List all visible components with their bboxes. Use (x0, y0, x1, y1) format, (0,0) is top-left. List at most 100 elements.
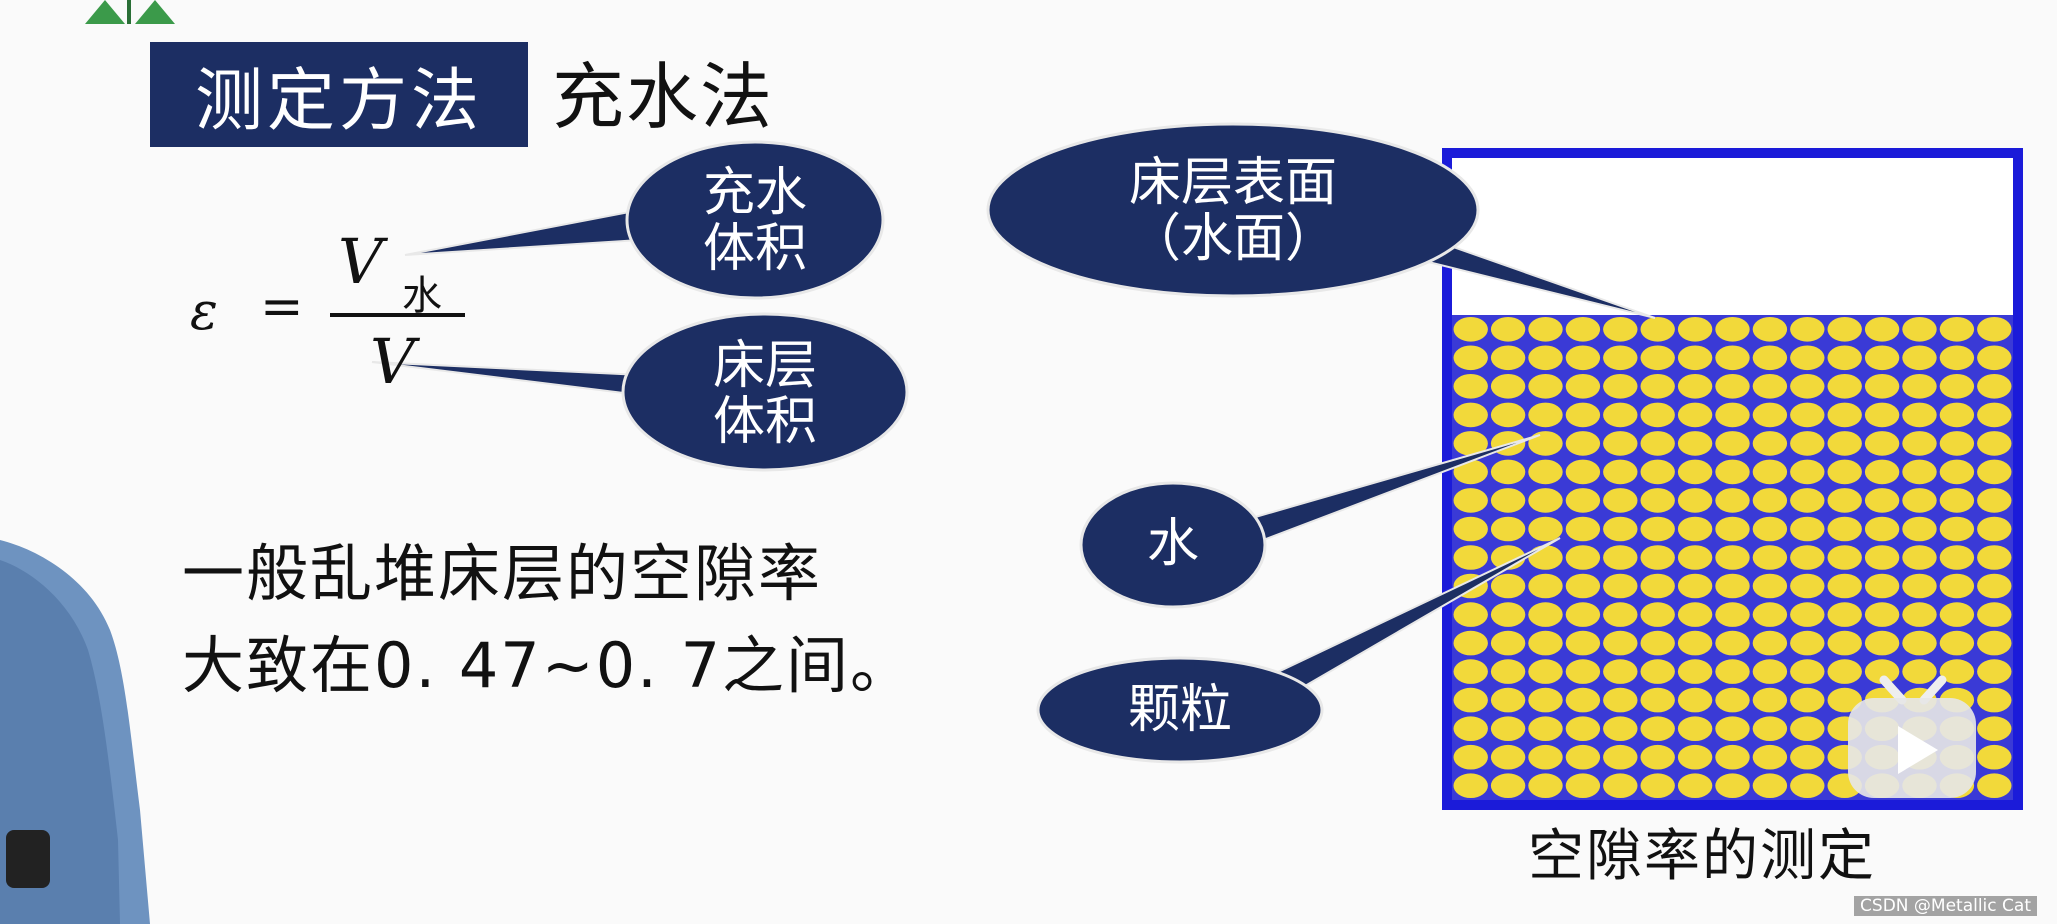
particle (1939, 659, 1975, 684)
particle (1490, 459, 1526, 485)
particle (1677, 374, 1713, 399)
particle (1827, 573, 1862, 599)
particle (1490, 773, 1526, 798)
particle (1902, 374, 1937, 399)
particle (1603, 516, 1638, 542)
particle (1565, 773, 1601, 798)
particle (1864, 402, 1900, 428)
particle (1490, 716, 1526, 741)
callout-bed-surface-text: 床层表面 （水面） (1033, 155, 1433, 267)
particle (1603, 687, 1638, 713)
particle (1528, 773, 1563, 798)
particle (1864, 659, 1900, 684)
particle (1603, 716, 1638, 741)
particle (1715, 773, 1750, 798)
particle (1752, 488, 1788, 513)
particle (1977, 431, 2012, 456)
particle (1453, 317, 1488, 342)
particle (1603, 659, 1638, 684)
particle (1977, 744, 2012, 770)
particle (1490, 516, 1526, 542)
callout-bed-volume-line2: 体积 (712, 392, 817, 452)
particle (1902, 459, 1937, 485)
particle (1902, 516, 1937, 542)
particle (1603, 317, 1638, 342)
particle (1565, 602, 1601, 627)
particle (1715, 459, 1750, 485)
particle (1977, 630, 2012, 656)
particle (1603, 773, 1638, 798)
particle (1790, 374, 1825, 399)
particle (1715, 317, 1750, 342)
particle (1453, 516, 1488, 542)
particle (1902, 659, 1937, 684)
particle (1715, 659, 1750, 684)
particle (1827, 431, 1862, 456)
denominator-v: V (370, 325, 415, 398)
callout-fill-volume (404, 140, 885, 300)
particle (1752, 545, 1788, 570)
particle (1902, 602, 1937, 627)
callout-water-text: 水 (1146, 514, 1199, 574)
particle (1939, 545, 1975, 570)
logo-fragment (85, 0, 175, 24)
particle (1864, 488, 1900, 513)
particle (1790, 431, 1825, 456)
particle (1565, 744, 1601, 770)
particle (1603, 345, 1638, 371)
particle (1790, 716, 1825, 741)
particle (1827, 459, 1862, 485)
particle (1827, 488, 1862, 513)
particle (1752, 516, 1788, 542)
particle (1977, 516, 2012, 542)
particle (1827, 602, 1862, 627)
particle (1677, 716, 1713, 741)
watermark: CSDN @Metallic Cat (1854, 896, 2037, 916)
callout-fill-volume-line1: 充水 (702, 163, 807, 223)
callout-fill-volume-text: 充水 体积 (655, 165, 855, 277)
numerator-subscript: 水 (402, 273, 442, 319)
particle (1677, 744, 1713, 770)
particle (1977, 345, 2012, 371)
particle (1677, 345, 1713, 371)
particle (1490, 630, 1526, 656)
particle (1640, 402, 1675, 428)
particle (1677, 402, 1713, 428)
particle (1939, 317, 1975, 342)
particle (1677, 573, 1713, 599)
particle (1677, 773, 1713, 798)
particle (1752, 431, 1788, 456)
particle (1453, 744, 1488, 770)
numerator-v: V (338, 225, 383, 298)
callout-bed-volume (371, 312, 909, 472)
particle (1939, 630, 1975, 656)
particle (1864, 345, 1900, 371)
particle (1603, 602, 1638, 627)
particle (1715, 345, 1750, 371)
callout-particle (1036, 537, 1561, 764)
particle (1939, 602, 1975, 627)
callout-bed-surface (986, 122, 1656, 319)
particle (1528, 573, 1563, 599)
particle (1939, 374, 1975, 399)
particle (1603, 431, 1638, 456)
particle (1565, 317, 1601, 342)
particle (1864, 317, 1900, 342)
particle (1640, 345, 1675, 371)
particle (1565, 431, 1601, 456)
method-name: 充水法 (552, 55, 775, 139)
particle (1864, 545, 1900, 570)
particle (1677, 431, 1713, 456)
particle (1790, 545, 1825, 570)
particle (1640, 488, 1675, 513)
particle (1790, 573, 1825, 599)
play-icon[interactable] (1842, 672, 1982, 802)
callout-particle-text: 颗粒 (1127, 680, 1232, 740)
particle (1528, 374, 1563, 399)
particle (1902, 345, 1937, 371)
particle (1453, 402, 1488, 428)
particle (1790, 402, 1825, 428)
diagram-caption: 空隙率的测定 (1528, 824, 1876, 889)
particle (1902, 573, 1937, 599)
